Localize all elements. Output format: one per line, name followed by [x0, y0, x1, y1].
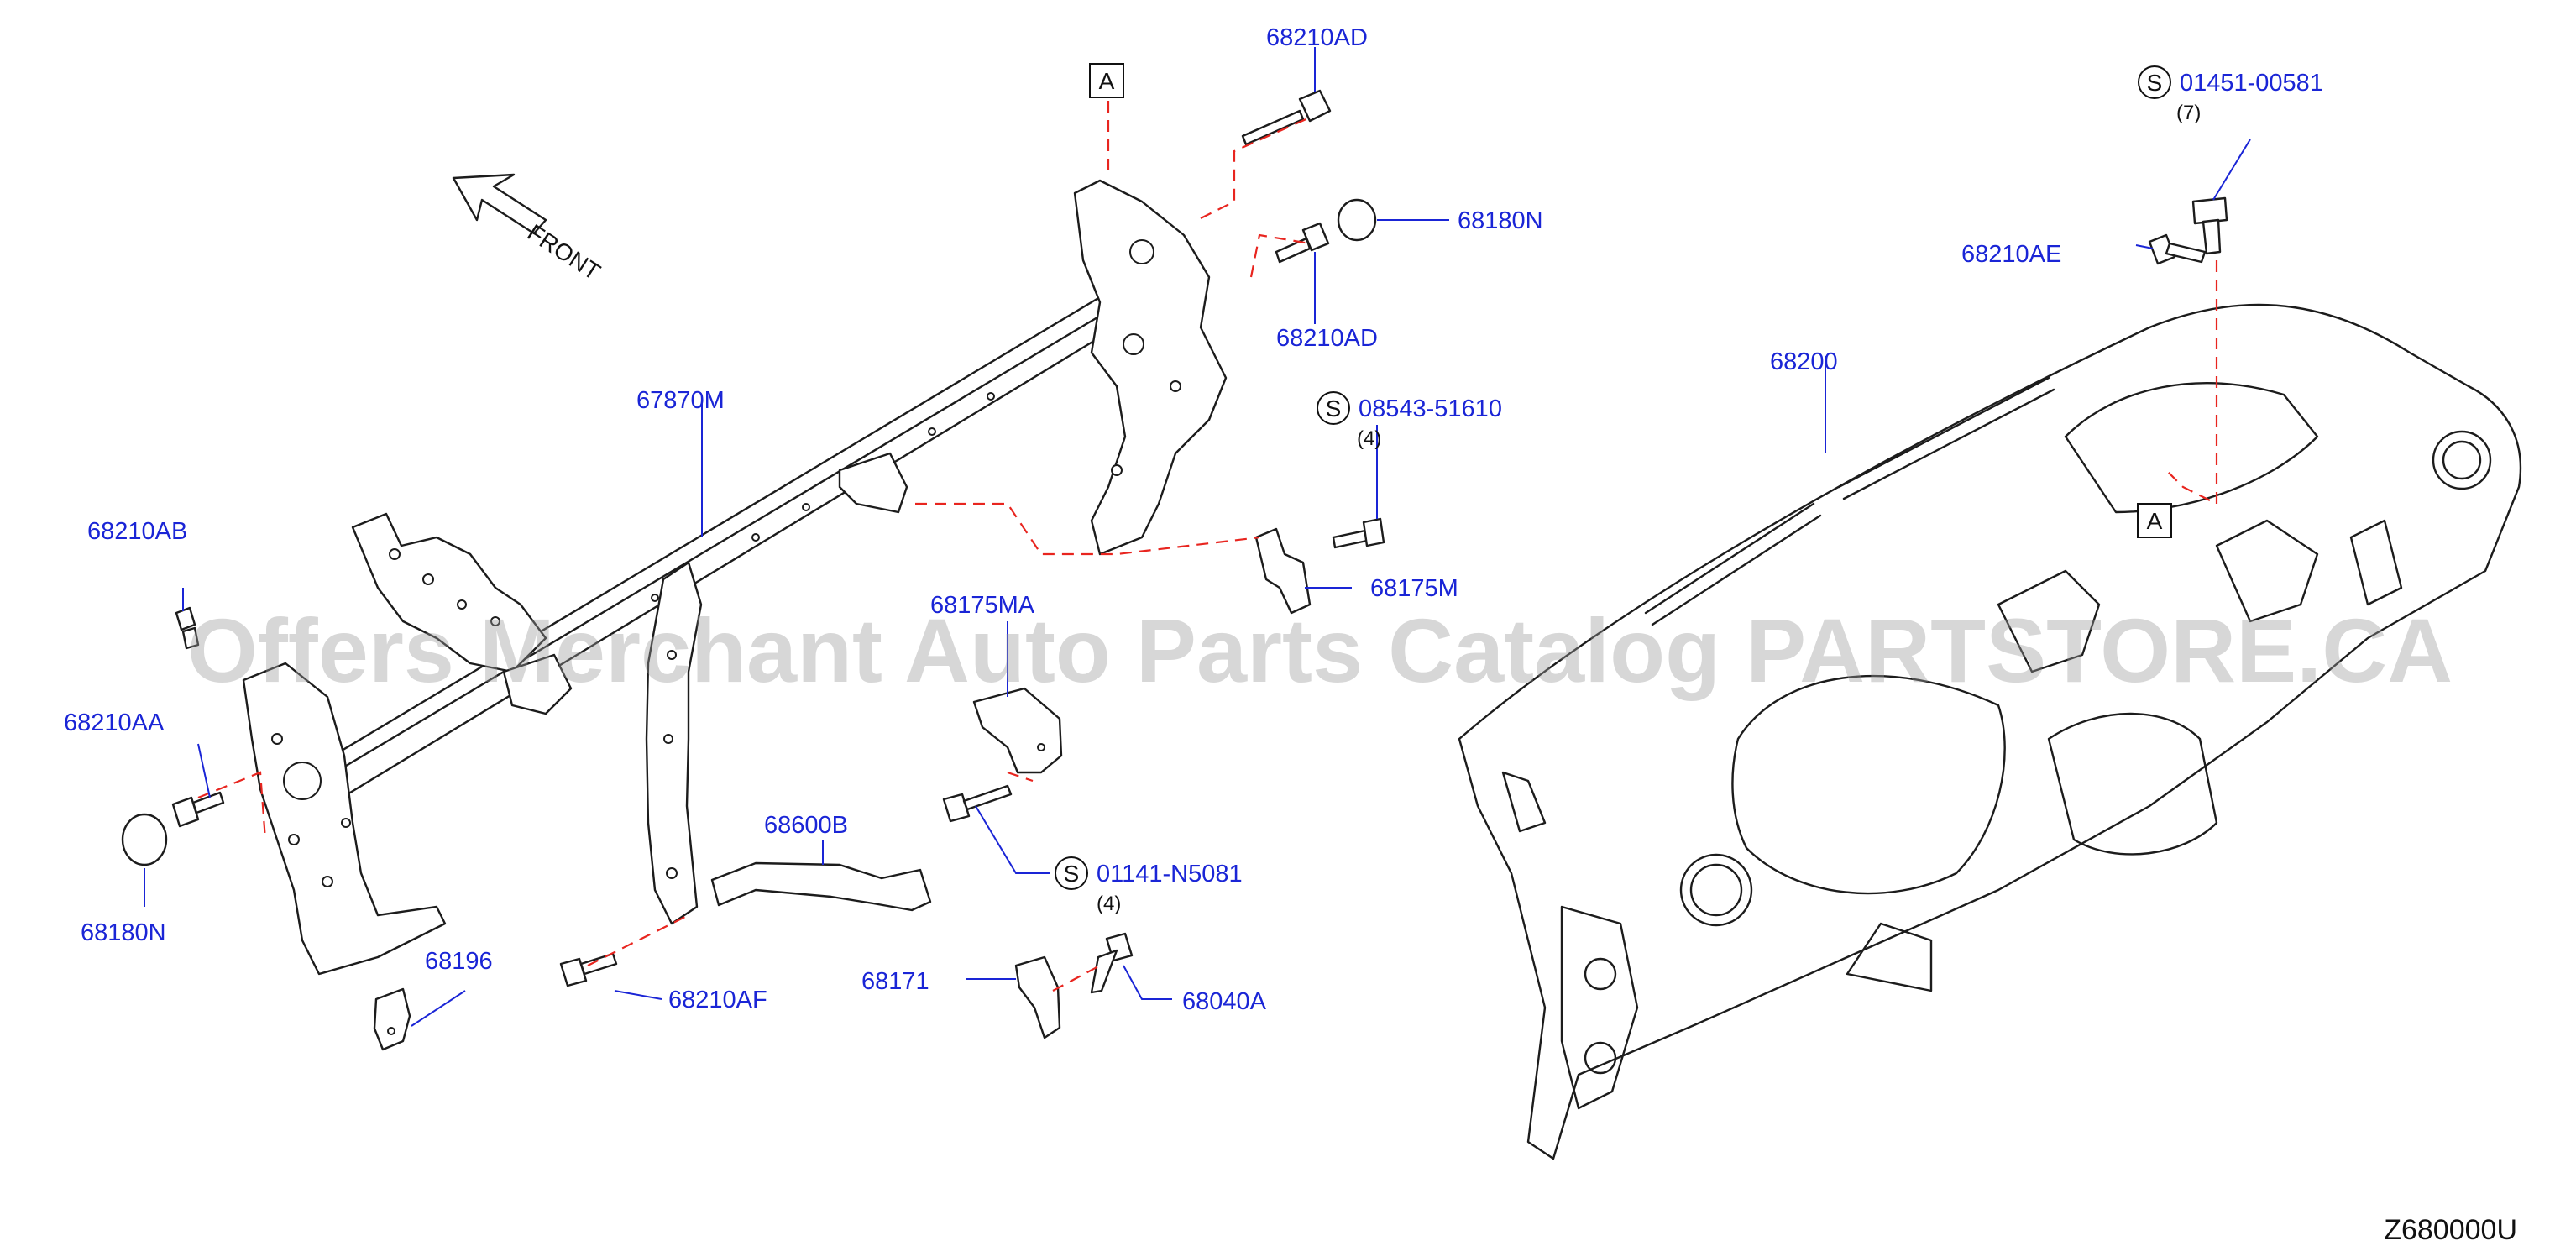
standard-part-symbol-01451: S [2138, 65, 2171, 99]
part-label-68180N-right[interactable]: 68180N [1458, 207, 1543, 234]
part-label-68040A[interactable]: 68040A [1182, 988, 1267, 1015]
diagram-code: Z680000U [2384, 1214, 2517, 1246]
part-label-68196[interactable]: 68196 [425, 948, 493, 975]
reference-box-a-top: A [1089, 63, 1124, 98]
standard-part-symbol-01141: S [1055, 856, 1088, 890]
standard-part-number-01141[interactable]: 01141-N5081 [1097, 861, 1243, 887]
bolt-68040A-drawing [1090, 932, 1134, 994]
bolt-68210AB-drawing [175, 606, 200, 650]
bolt-68210AA-drawing [171, 791, 225, 828]
bracket-68175M-drawing [1254, 527, 1312, 615]
reference-a-panel-label: A [2147, 508, 2163, 534]
part-label-68180N-left[interactable]: 68180N [81, 919, 166, 946]
part-label-68210AE[interactable]: 68210AE [1961, 241, 2061, 268]
part-label-67870M[interactable]: 67870M [636, 387, 725, 414]
part-label-68175MA[interactable]: 68175MA [930, 592, 1035, 619]
svg-text:S: S [2147, 70, 2163, 96]
front-label: FRONT [523, 219, 605, 285]
part-label-68600B[interactable]: 68600B [764, 812, 848, 839]
front-arrow-icon [452, 173, 547, 235]
svg-text:S: S [1326, 395, 1342, 421]
bolt-68210AD-mid-drawing [1275, 222, 1330, 264]
assembly-lines [197, 101, 2218, 992]
bracket-68600B-drawing [710, 861, 932, 912]
part-label-68200[interactable]: 68200 [1770, 348, 1838, 375]
reference-box-a-panel: A [2137, 503, 2172, 538]
part-label-68210AD-mid[interactable]: 68210AD [1276, 325, 1378, 352]
part-label-68175M[interactable]: 68175M [1370, 575, 1458, 602]
leader-lines [144, 47, 2251, 1027]
bolt-68210AE-drawing [2148, 233, 2207, 265]
part-label-68210AD-top[interactable]: 68210AD [1266, 24, 1368, 51]
bracket-68171-drawing [1014, 955, 1061, 1039]
bolt-01451-drawing [2191, 196, 2228, 255]
bolt-68210AD-top-drawing [1241, 89, 1332, 146]
reference-a-top-label: A [1099, 68, 1115, 94]
standard-part-symbol-08543: S [1317, 391, 1350, 425]
standard-part-qty-01141: (4) [1097, 893, 1121, 915]
instrument-panel-drawing [1458, 303, 2522, 1160]
bolt-68210AF-drawing [559, 952, 618, 987]
watermark-text: Offers Merchant Auto Parts Catalog PARTS… [187, 599, 2453, 701]
part-label-68171[interactable]: 68171 [861, 968, 929, 995]
svg-text:S: S [1064, 861, 1080, 887]
standard-part-number-01451[interactable]: 01451-00581 [2180, 70, 2323, 97]
steering-member-drawing [242, 179, 1228, 1051]
part-label-68210AB[interactable]: 68210AB [87, 518, 187, 545]
grommet-68180N-left-drawing [121, 813, 168, 866]
bolt-08543-drawing [1332, 517, 1385, 549]
bracket-68175MA-drawing [972, 687, 1063, 774]
standard-part-number-08543[interactable]: 08543-51610 [1359, 395, 1502, 422]
standard-part-qty-08543: (4) [1357, 427, 1381, 450]
part-label-68210AF[interactable]: 68210AF [668, 987, 767, 1013]
grommet-68180N-right-drawing [1337, 198, 1377, 242]
bolt-01141-drawing [942, 784, 1013, 823]
standard-part-qty-01451: (7) [2176, 102, 2201, 124]
part-label-68210AA[interactable]: 68210AA [64, 709, 165, 736]
